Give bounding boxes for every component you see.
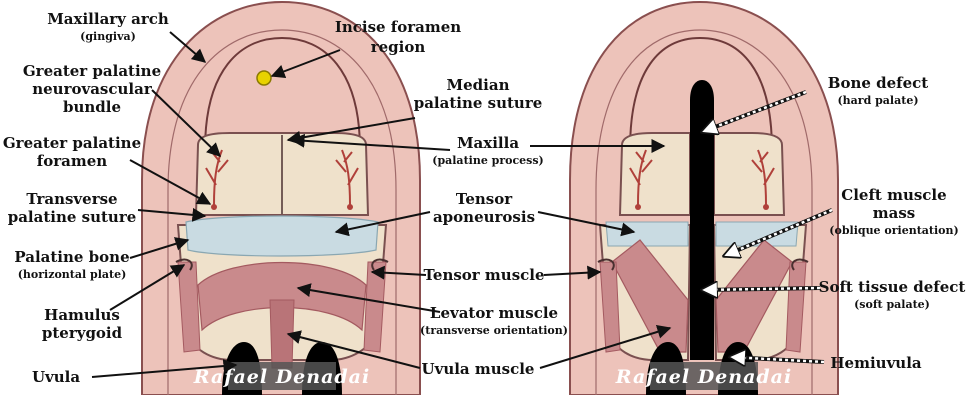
label-palatine-bone: Palatine bone — [14, 248, 129, 266]
label-hamulus-2: pterygoid — [42, 324, 123, 342]
label-uvula-muscle: Uvula muscle — [422, 360, 535, 378]
label-median-suture-2: palatine suture — [414, 94, 543, 112]
incise-foramen-dot — [257, 71, 271, 85]
label-cleft-muscle-1: Cleft muscle — [841, 186, 946, 204]
label-transverse-suture-1: Transverse — [26, 190, 117, 208]
label-maxilla-sub: (palatine process) — [432, 154, 544, 167]
label-incise-foramen-1: Incise foramen — [335, 18, 461, 36]
label-uvula: Uvula — [32, 368, 80, 386]
label-palatine-bone-sub: (horizontal plate) — [18, 268, 127, 281]
right-label-group: Bone defect (hard palate) Cleft muscle m… — [819, 74, 966, 372]
label-maxilla: Maxilla — [457, 134, 519, 152]
label-maxillary-arch-sub: (gingiva) — [80, 30, 136, 43]
label-bone-defect-sub: (hard palate) — [837, 94, 918, 107]
left-greater-palatine-foramen-right — [347, 204, 353, 210]
label-soft-tissue-defect: Soft tissue defect — [819, 278, 966, 296]
label-levator-muscle: Levator muscle — [430, 304, 558, 322]
right-signature: Rafael Denadai — [615, 366, 792, 388]
label-transverse-suture-2: palatine suture — [8, 208, 137, 226]
label-levator-muscle-sub: (transverse orientation) — [420, 324, 568, 337]
label-incise-foramen-2: region — [371, 38, 426, 56]
label-greater-palatine-foramen-2: foramen — [37, 152, 107, 170]
right-greater-palatine-foramen-right — [763, 204, 769, 210]
label-greater-palatine-nvb-3: bundle — [63, 98, 121, 116]
label-tensor-aponeurosis-2: aponeurosis — [433, 208, 535, 226]
label-tensor-muscle: Tensor muscle — [423, 266, 544, 284]
label-tensor-aponeurosis-1: Tensor — [456, 190, 513, 208]
label-greater-palatine-nvb-1: Greater palatine — [23, 62, 161, 80]
label-maxillary-arch: Maxillary arch — [47, 10, 169, 28]
left-tensor-aponeurosis — [186, 216, 378, 256]
right-bone-and-soft-tissue-defect — [690, 80, 714, 360]
label-greater-palatine-nvb-2: neurovascular — [32, 80, 153, 98]
normal-palate-illustration — [142, 2, 420, 395]
arrow-soft-tissue-halo — [702, 288, 820, 290]
label-bone-defect: Bone defect — [828, 74, 929, 92]
label-soft-tissue-defect-sub: (soft palate) — [854, 298, 930, 311]
label-hamulus-1: Hamulus — [44, 306, 120, 324]
label-hemiuvula: Hemiuvula — [830, 354, 922, 372]
label-greater-palatine-foramen-1: Greater palatine — [3, 134, 141, 152]
left-signature: Rafael Denadai — [193, 366, 370, 388]
cleft-palate-illustration — [570, 2, 838, 395]
right-hard-palate-right — [714, 133, 784, 215]
label-cleft-muscle-2: mass — [873, 204, 915, 222]
right-aponeurosis-left — [606, 222, 688, 246]
label-median-suture-1: Median — [447, 76, 510, 94]
label-cleft-muscle-sub: (oblique orientation) — [829, 224, 958, 237]
left-greater-palatine-foramen-left — [211, 204, 217, 210]
right-greater-palatine-foramen-left — [635, 204, 641, 210]
